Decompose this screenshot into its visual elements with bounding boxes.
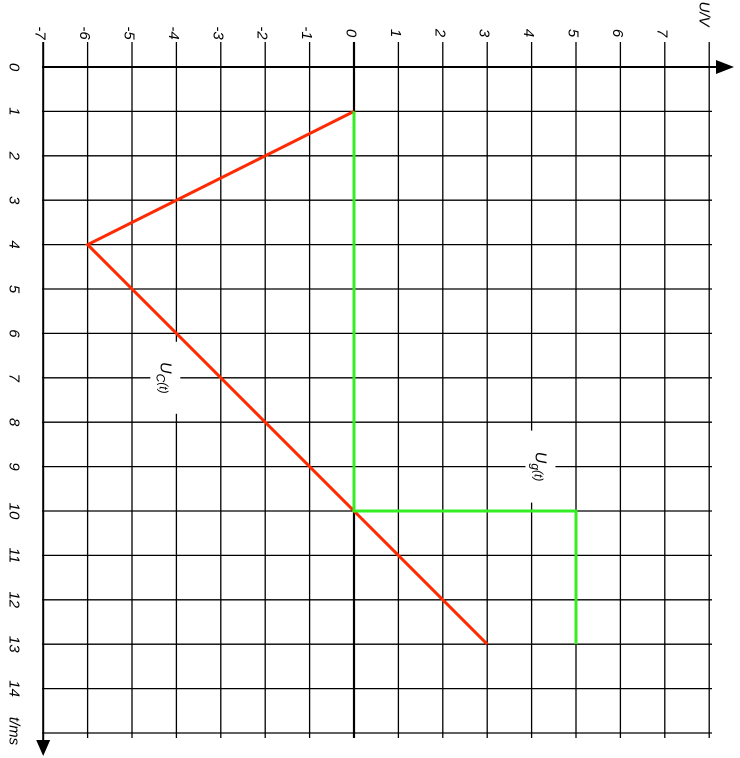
series-label-box xyxy=(525,430,556,503)
time-tick-label: 8 xyxy=(6,418,23,427)
voltage-tick-label: -5 xyxy=(121,26,138,40)
time-tick-label: 1 xyxy=(6,107,23,115)
time-tick-label: 0 xyxy=(6,63,23,72)
time-tick-label: 6 xyxy=(6,329,23,338)
series-label-box xyxy=(150,341,181,414)
time-tick-label: 5 xyxy=(6,285,23,294)
voltage-tick-label: 6 xyxy=(609,29,626,38)
time-tick-label: 9 xyxy=(6,462,23,471)
time-tick-label: 14 xyxy=(6,680,23,697)
time-axis-arrow xyxy=(36,740,51,756)
axes xyxy=(36,42,734,756)
voltage-tick-label: 5 xyxy=(565,29,582,38)
voltage-axis-arrow xyxy=(716,60,734,74)
series-line-1 xyxy=(352,111,578,645)
voltage-tick-label: 3 xyxy=(476,29,493,38)
series-line-0 xyxy=(85,110,489,646)
voltage-tick-label: -7 xyxy=(32,26,49,40)
time-tick-label: 10 xyxy=(6,503,23,520)
voltage-tick-label: 7 xyxy=(653,29,670,38)
voltage-tick-label: 4 xyxy=(520,29,537,37)
time-tick-label: 12 xyxy=(6,591,23,608)
voltage-tick-label: -6 xyxy=(76,26,93,40)
time-tick-label: 11 xyxy=(6,548,23,564)
voltage-tick-label: 0 xyxy=(343,29,360,38)
time-tick-label: 2 xyxy=(6,151,23,161)
voltage-tick-label: -4 xyxy=(165,26,182,39)
voltage-tick-label: -1 xyxy=(298,26,315,39)
series xyxy=(85,110,578,646)
voltage-tick-label: -3 xyxy=(209,26,226,40)
voltage-tick-label: -2 xyxy=(254,26,271,40)
series-label-0: UC(t) xyxy=(153,362,174,394)
time-tick-label: 3 xyxy=(6,196,23,205)
time-tick-label: 4 xyxy=(6,240,23,248)
voltage-tick-label: 2 xyxy=(431,28,448,38)
time-tick-label: 7 xyxy=(6,374,23,383)
grid xyxy=(42,42,712,738)
series-label-1: Ug(t) xyxy=(528,452,549,482)
voltage-tick-label: 1 xyxy=(387,29,404,37)
time-axis-title: t/ms xyxy=(6,717,23,746)
voltage-axis-title: U/V xyxy=(696,1,713,28)
time-tick-label: 13 xyxy=(6,636,23,653)
